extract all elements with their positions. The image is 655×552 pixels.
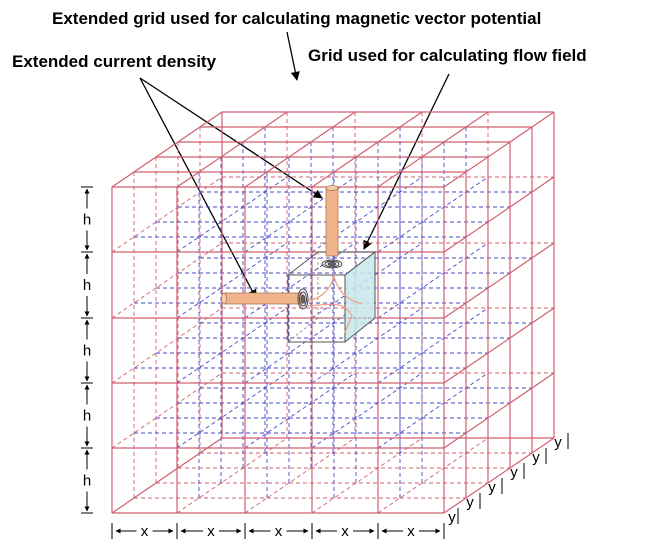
y-dimension-label: y xyxy=(554,434,562,451)
grid-line xyxy=(176,372,288,449)
y-dimension-label: y xyxy=(488,479,496,496)
h-dimension-label: h xyxy=(83,212,91,229)
grid-line xyxy=(176,437,288,514)
grid-line xyxy=(111,372,223,449)
grid-line xyxy=(244,111,356,188)
grid-line xyxy=(244,242,356,319)
grid-line xyxy=(111,111,223,188)
y-dimension-label: y xyxy=(448,509,456,526)
y-dimension-label: y xyxy=(532,449,540,466)
flow-grid-label: Grid used for calculating flow field xyxy=(308,46,587,65)
extended-grid-label: Extended grid used for calculating magne… xyxy=(52,9,541,28)
grid-line xyxy=(111,437,223,514)
grid-line xyxy=(111,242,223,319)
grid-line xyxy=(111,307,223,384)
h-dimension-markers: h h h h h xyxy=(81,186,93,514)
grid-line xyxy=(311,111,423,188)
flow-grid-pointer xyxy=(363,73,450,250)
x-dimension-label: x xyxy=(407,523,415,540)
visible-grid-lines xyxy=(111,111,555,514)
current-pointer-upper xyxy=(139,77,323,199)
grid-line xyxy=(244,437,356,514)
grid-line xyxy=(443,176,555,253)
grid-line xyxy=(311,307,423,384)
grid-line xyxy=(377,242,489,319)
vertical-electrode xyxy=(321,185,343,269)
h-dimension-label: h xyxy=(83,277,91,294)
current-pointer-lower xyxy=(139,77,257,299)
flow-field-cube xyxy=(286,250,377,344)
grid-line xyxy=(176,307,288,384)
grid-line xyxy=(377,437,489,514)
grid-line xyxy=(244,372,356,449)
y-dimension-label: y xyxy=(510,464,518,481)
h-dimension-label: h xyxy=(83,473,91,490)
y-dimension-label: y xyxy=(466,494,474,511)
grid-line xyxy=(377,372,489,449)
grid-line xyxy=(176,242,288,319)
grid-line xyxy=(111,176,223,253)
grid-line xyxy=(176,176,288,253)
inner-blue-grid-lines xyxy=(134,127,532,498)
x-dimension-label: x xyxy=(141,523,149,540)
x-dimension-label: x xyxy=(341,523,349,540)
grid-line xyxy=(244,307,356,384)
grid-line xyxy=(311,437,423,514)
extended-current-label: Extended current density xyxy=(12,52,217,71)
grid-line xyxy=(244,176,356,253)
grid-line xyxy=(377,111,489,188)
x-dimension-label: x xyxy=(207,523,215,540)
grid-line xyxy=(443,242,555,319)
grid-line xyxy=(311,372,423,449)
horizontal-electrode xyxy=(221,288,309,310)
grid-line xyxy=(377,307,489,384)
grid-line xyxy=(443,437,555,514)
grid-line xyxy=(443,372,555,449)
grid-line xyxy=(443,111,555,188)
h-dimension-label: h xyxy=(83,343,91,360)
grid-line xyxy=(176,111,288,188)
grid-line xyxy=(377,176,489,253)
grid-line xyxy=(443,307,555,384)
h-dimension-label: h xyxy=(83,408,91,425)
x-dimension-label: x xyxy=(275,523,283,540)
extended-grid-pointer xyxy=(286,31,300,81)
